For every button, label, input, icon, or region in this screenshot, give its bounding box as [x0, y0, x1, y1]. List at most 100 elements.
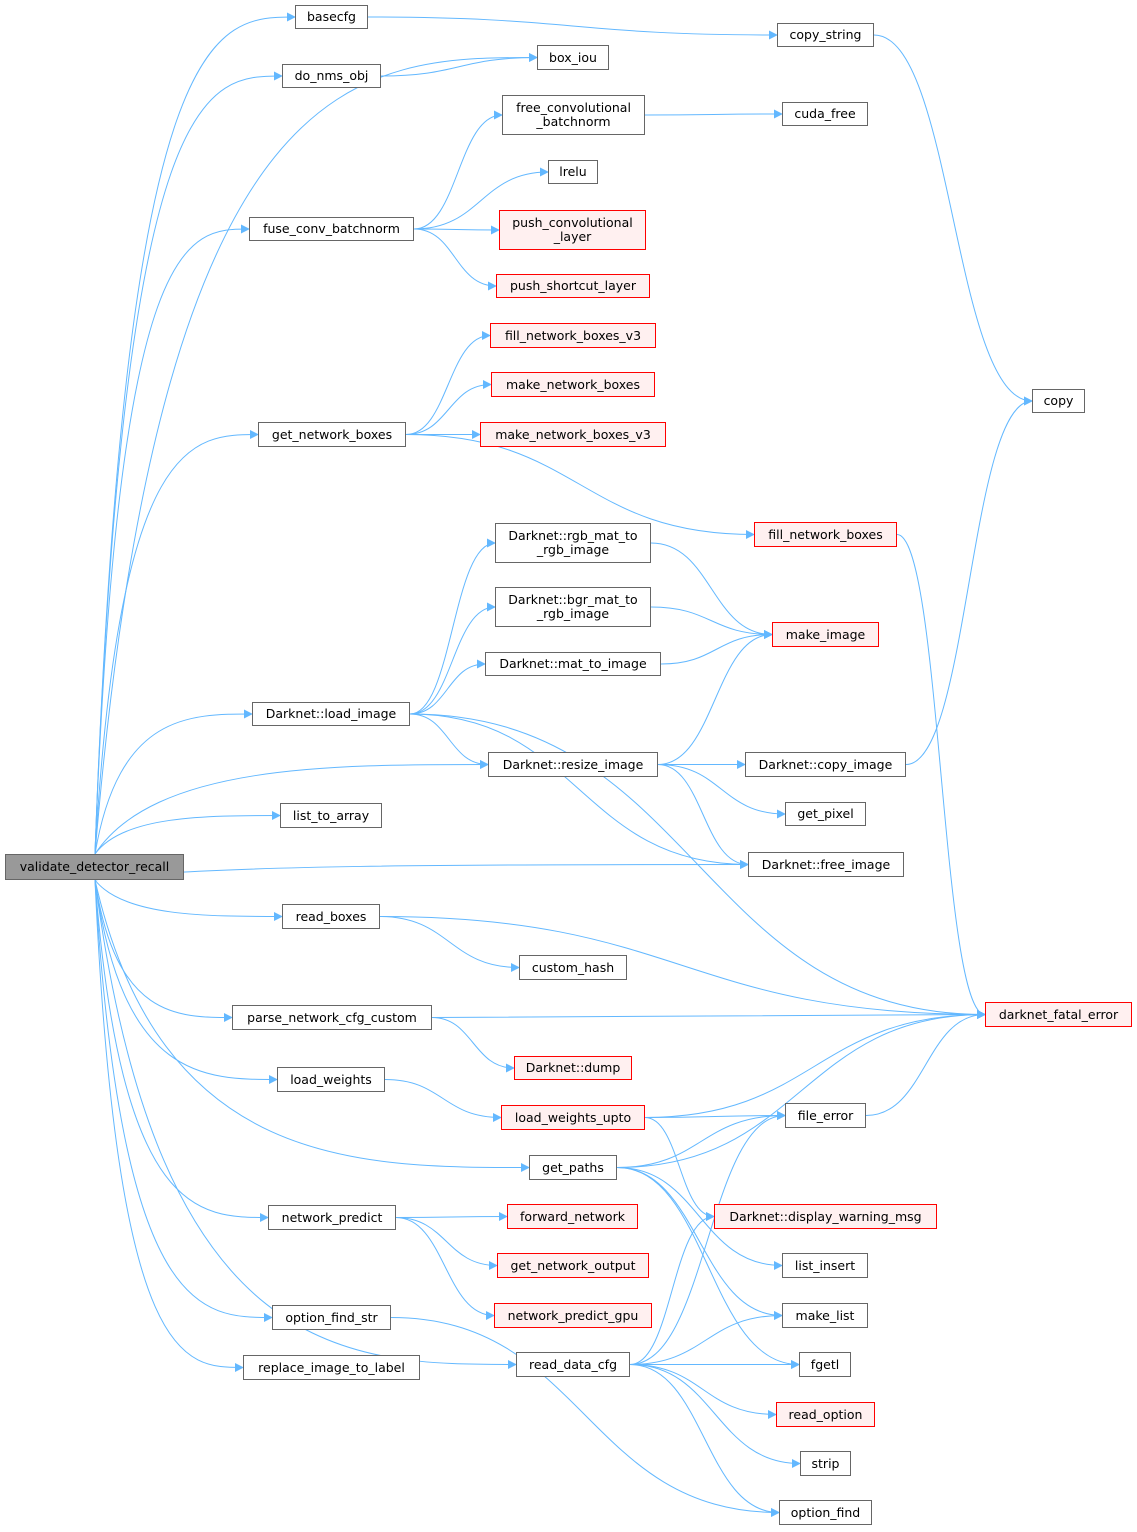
edge-root-to-parse_cfg	[94, 879, 233, 1022]
edge-bgr_mat-to-make_image	[650, 606, 773, 639]
node-label: darknet_fatal_error	[998, 1006, 1119, 1022]
node-bgr-mat[interactable]: Darknet::bgr_mat_to_rgb_image	[495, 587, 651, 627]
node-label: load_weights	[290, 1071, 372, 1087]
node-label: fill_network_boxes_v3	[504, 327, 642, 343]
node-label: list_to_array	[292, 807, 370, 823]
node-label: validate_detector_recall	[19, 859, 170, 874]
node-custom-hash[interactable]: custom_hash	[519, 955, 627, 980]
node-label: make_network_boxes	[506, 376, 640, 392]
node-parse-cfg[interactable]: parse_network_cfg_custom	[232, 1005, 432, 1030]
node-free-conv-bn[interactable]: free_convolutional_batchnorm	[502, 95, 645, 135]
node-push-shortcut[interactable]: push_shortcut_layer	[496, 274, 650, 298]
node-make-image[interactable]: make_image	[772, 622, 879, 647]
edge-read_data_cfg-to-make_list	[629, 1311, 783, 1365]
node-get-paths[interactable]: get_paths	[529, 1155, 617, 1180]
edge-fill_nb-to-fatal	[896, 534, 986, 1019]
node-copy[interactable]: copy	[1032, 389, 1085, 413]
node-label: parse_network_cfg_custom	[247, 1009, 417, 1025]
edge-fuse_conv_batchnorm-to-push_shortcut	[413, 228, 497, 291]
node-label: fill_network_boxes	[768, 526, 883, 542]
node-fill-nb[interactable]: fill_network_boxes	[754, 522, 897, 547]
node-label: file_error	[797, 1107, 854, 1123]
edge-read_boxes-to-fatal	[379, 916, 986, 1019]
node-rgb-mat[interactable]: Darknet::rgb_mat_to_rgb_image	[495, 523, 651, 563]
node-resize-image[interactable]: Darknet::resize_image	[488, 752, 658, 777]
node-load-weights[interactable]: load_weights	[277, 1067, 385, 1092]
edge-parse_cfg-to-dump	[431, 1017, 515, 1073]
node-make-nb[interactable]: make_network_boxes	[491, 372, 655, 397]
node-box-iou[interactable]: box_iou	[537, 45, 609, 70]
edge-read_data_cfg-to-read_option	[629, 1364, 777, 1419]
node-get-network-output[interactable]: get_network_output	[497, 1253, 649, 1278]
edge-parse_cfg-to-fatal	[431, 1010, 986, 1020]
node-replace-image-to-label[interactable]: replace_image_to_label	[243, 1355, 420, 1380]
node-make-nb-v3[interactable]: make_network_boxes_v3	[480, 422, 666, 447]
edge-copy_image-to-copy	[905, 396, 1033, 765]
edge-resize_image-to-free_image	[657, 764, 749, 869]
edge-root-to-fuse_conv_batchnorm	[94, 224, 250, 855]
edge-get_paths-to-make_list	[616, 1167, 783, 1320]
edge-root-to-free_image	[94, 860, 749, 881]
node-label: _layer	[553, 229, 592, 244]
node-fgetl[interactable]: fgetl	[799, 1352, 851, 1377]
node-copy-image[interactable]: Darknet::copy_image	[745, 752, 906, 777]
node-label: _rgb_image	[536, 542, 610, 557]
node-free-image[interactable]: Darknet::free_image	[748, 852, 904, 877]
node-get-network-boxes[interactable]: get_network_boxes	[258, 422, 406, 447]
edge-root-to-basecfg	[94, 12, 296, 855]
node-label: get_network_boxes	[271, 426, 393, 442]
node-load-weights-upto[interactable]: load_weights_upto	[501, 1105, 645, 1130]
node-display-warning[interactable]: Darknet::display_warning_msg	[714, 1204, 937, 1229]
node-network-predict[interactable]: network_predict	[268, 1205, 396, 1230]
node-read-boxes[interactable]: read_boxes	[282, 904, 380, 929]
node-read-data-cfg[interactable]: read_data_cfg	[516, 1352, 630, 1377]
node-option-find[interactable]: option_find	[779, 1500, 872, 1525]
node-list-insert[interactable]: list_insert	[782, 1253, 868, 1278]
node-forward-network[interactable]: forward_network	[507, 1204, 638, 1229]
node-label: fgetl	[810, 1356, 840, 1372]
edge-root-to-load_image	[94, 709, 253, 855]
edge-root-to-read_data_cfg	[94, 879, 517, 1369]
edge-option_find_str-to-option_find	[390, 1317, 780, 1517]
node-strip[interactable]: strip	[800, 1451, 851, 1476]
edge-load_image-to-free_image	[409, 713, 749, 869]
node-lrelu[interactable]: lrelu	[548, 160, 598, 184]
edge-network_predict-to-forward_network	[395, 1212, 508, 1222]
node-label: Darknet::load_image	[265, 706, 397, 721]
node-label: replace_image_to_label	[258, 1359, 405, 1375]
edge-get_network_boxes-to-fill_nb	[405, 434, 755, 539]
node-make-list[interactable]: make_list	[782, 1303, 868, 1328]
node-load-image[interactable]: Darknet::load_image	[252, 702, 410, 726]
node-label: push_shortcut_layer	[510, 278, 636, 293]
node-label: copy_string	[789, 27, 862, 42]
node-dump[interactable]: Darknet::dump	[514, 1056, 632, 1080]
node-basecfg[interactable]: basecfg	[295, 5, 368, 29]
node-label: read_data_cfg	[528, 1356, 617, 1372]
node-do-nms-obj[interactable]: do_nms_obj	[282, 64, 381, 88]
edge-get_network_boxes-to-fill_nb_v3	[405, 331, 491, 435]
node-cuda-free[interactable]: cuda_free	[782, 102, 868, 126]
node-label: Darknet::copy_image	[758, 756, 893, 772]
node-push-conv[interactable]: push_convolutional_layer	[499, 210, 646, 250]
node-fill-nb-v3[interactable]: fill_network_boxes_v3	[490, 323, 656, 348]
edge-read_data_cfg-to-option_find	[629, 1364, 780, 1517]
node-label: strip	[811, 1455, 840, 1471]
node-label: list_insert	[794, 1257, 856, 1273]
node-get-pixel[interactable]: get_pixel	[785, 802, 866, 826]
node-network-predict-gpu[interactable]: network_predict_gpu	[494, 1303, 652, 1328]
node-copy-string[interactable]: copy_string	[777, 23, 874, 47]
node-option-find-str[interactable]: option_find_str	[272, 1305, 391, 1330]
edge-root-to-do_nms_obj	[94, 71, 283, 855]
edge-root-to-load_weights	[94, 879, 278, 1084]
node-label: make_network_boxes_v3	[495, 426, 651, 442]
node-list-to-array[interactable]: list_to_array	[280, 803, 382, 828]
edge-get_network_boxes-to-make_nb	[405, 380, 492, 435]
node-mat-to-image[interactable]: Darknet::mat_to_image	[485, 652, 661, 676]
edge-load_weights_upto-to-display_warning	[644, 1117, 715, 1221]
node-fuse-conv-batchnorm[interactable]: fuse_conv_batchnorm	[249, 217, 414, 241]
node-file-error[interactable]: file_error	[785, 1103, 866, 1128]
node-root[interactable]: validate_detector_recall	[5, 854, 184, 880]
node-label: get_network_output	[510, 1257, 636, 1273]
node-fatal[interactable]: darknet_fatal_error	[985, 1002, 1132, 1027]
node-read-option[interactable]: read_option	[776, 1402, 875, 1427]
